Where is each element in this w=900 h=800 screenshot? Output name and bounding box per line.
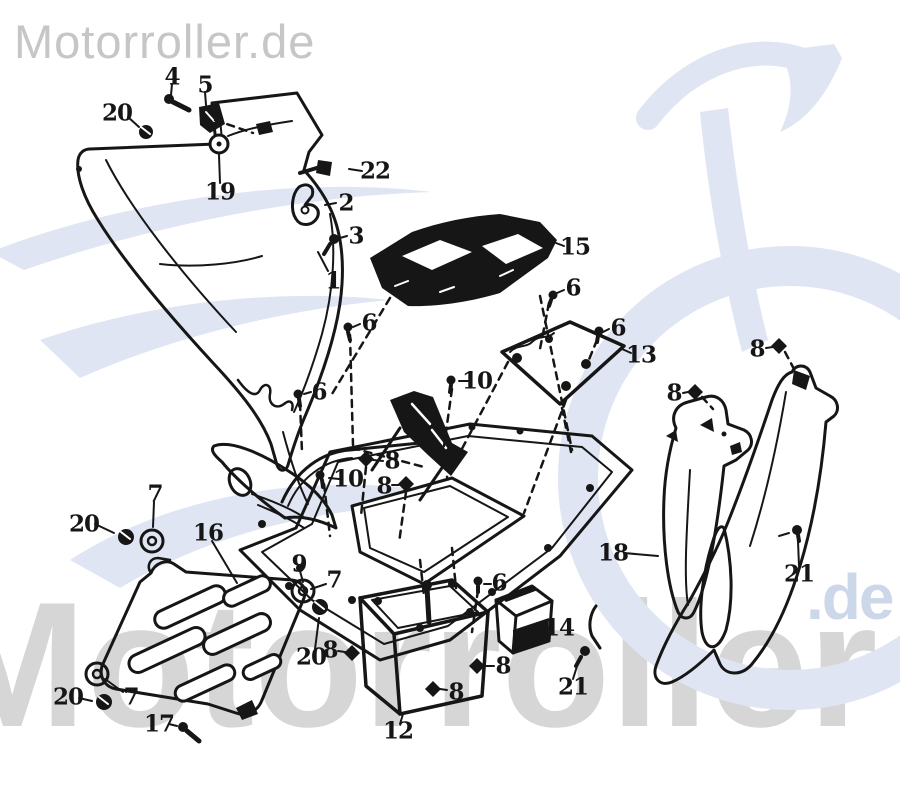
callout-7: 7 [123, 683, 139, 711]
callout-22: 22 [359, 157, 391, 185]
callout-21: 21 [557, 673, 589, 701]
callout-9: 9 [291, 550, 307, 578]
callout-4: 4 [164, 63, 180, 91]
callout-3: 3 [348, 222, 364, 250]
callout-6: 6 [610, 314, 626, 342]
callout-20: 20 [68, 510, 100, 538]
callout-10: 10 [332, 465, 364, 493]
callout-15: 15 [559, 233, 591, 261]
callout-6: 6 [311, 378, 327, 406]
motorroller-top-watermark: Motorroller.de [14, 15, 316, 68]
callout-8: 8 [376, 472, 392, 500]
callout-8: 8 [749, 335, 765, 363]
callout-20: 20 [295, 643, 327, 671]
callout-5: 5 [197, 71, 213, 99]
callout-6: 6 [565, 274, 581, 302]
callout-16: 16 [192, 519, 224, 547]
callout-2: 2 [338, 189, 354, 217]
callout-8: 8 [448, 678, 464, 706]
callout-19: 19 [204, 178, 236, 206]
callout-8: 8 [666, 379, 682, 407]
callout-6: 6 [361, 309, 377, 337]
callout-10: 10 [461, 367, 493, 395]
callout-12: 12 [382, 717, 414, 745]
callout-6: 6 [491, 569, 507, 597]
callout-8: 8 [495, 652, 511, 680]
callout-20: 20 [52, 683, 84, 711]
callout-13: 13 [625, 341, 657, 369]
callout-17: 17 [143, 710, 175, 738]
callout-20: 20 [101, 99, 133, 127]
callout-7: 7 [326, 566, 342, 594]
callout-7: 7 [147, 480, 163, 508]
callout-1: 1 [325, 267, 341, 295]
callout-14: 14 [543, 614, 575, 642]
callout-21: 21 [783, 560, 815, 588]
callout-8: 8 [384, 447, 400, 475]
callout-18: 18 [597, 539, 629, 567]
